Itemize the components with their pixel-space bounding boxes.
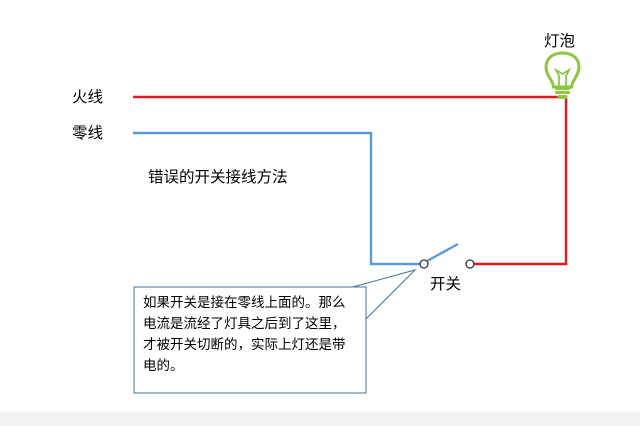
neutral-wire-line: [133, 131, 421, 266]
switch-lever: [426, 242, 459, 263]
live-wire-label: 火线: [72, 88, 103, 106]
callout-text: 如果开关是接在零线上面的。那么电流是流经了灯具之后到了这里，才被开关切断的，实际…: [143, 295, 346, 374]
bulb-label: 灯泡: [544, 32, 575, 50]
light-bulb-icon: [544, 51, 581, 99]
bottom-bar: [0, 412, 640, 426]
switch-right-terminal-icon: [465, 259, 475, 269]
live-wire-return-line: [472, 97, 568, 266]
switch-label: 开关: [430, 275, 461, 293]
diagram-title: 错误的开关接线方法: [148, 168, 288, 186]
switch-left-terminal-icon: [419, 259, 429, 269]
neutral-wire-label: 零线: [72, 124, 103, 142]
callout-box: [133, 286, 367, 394]
